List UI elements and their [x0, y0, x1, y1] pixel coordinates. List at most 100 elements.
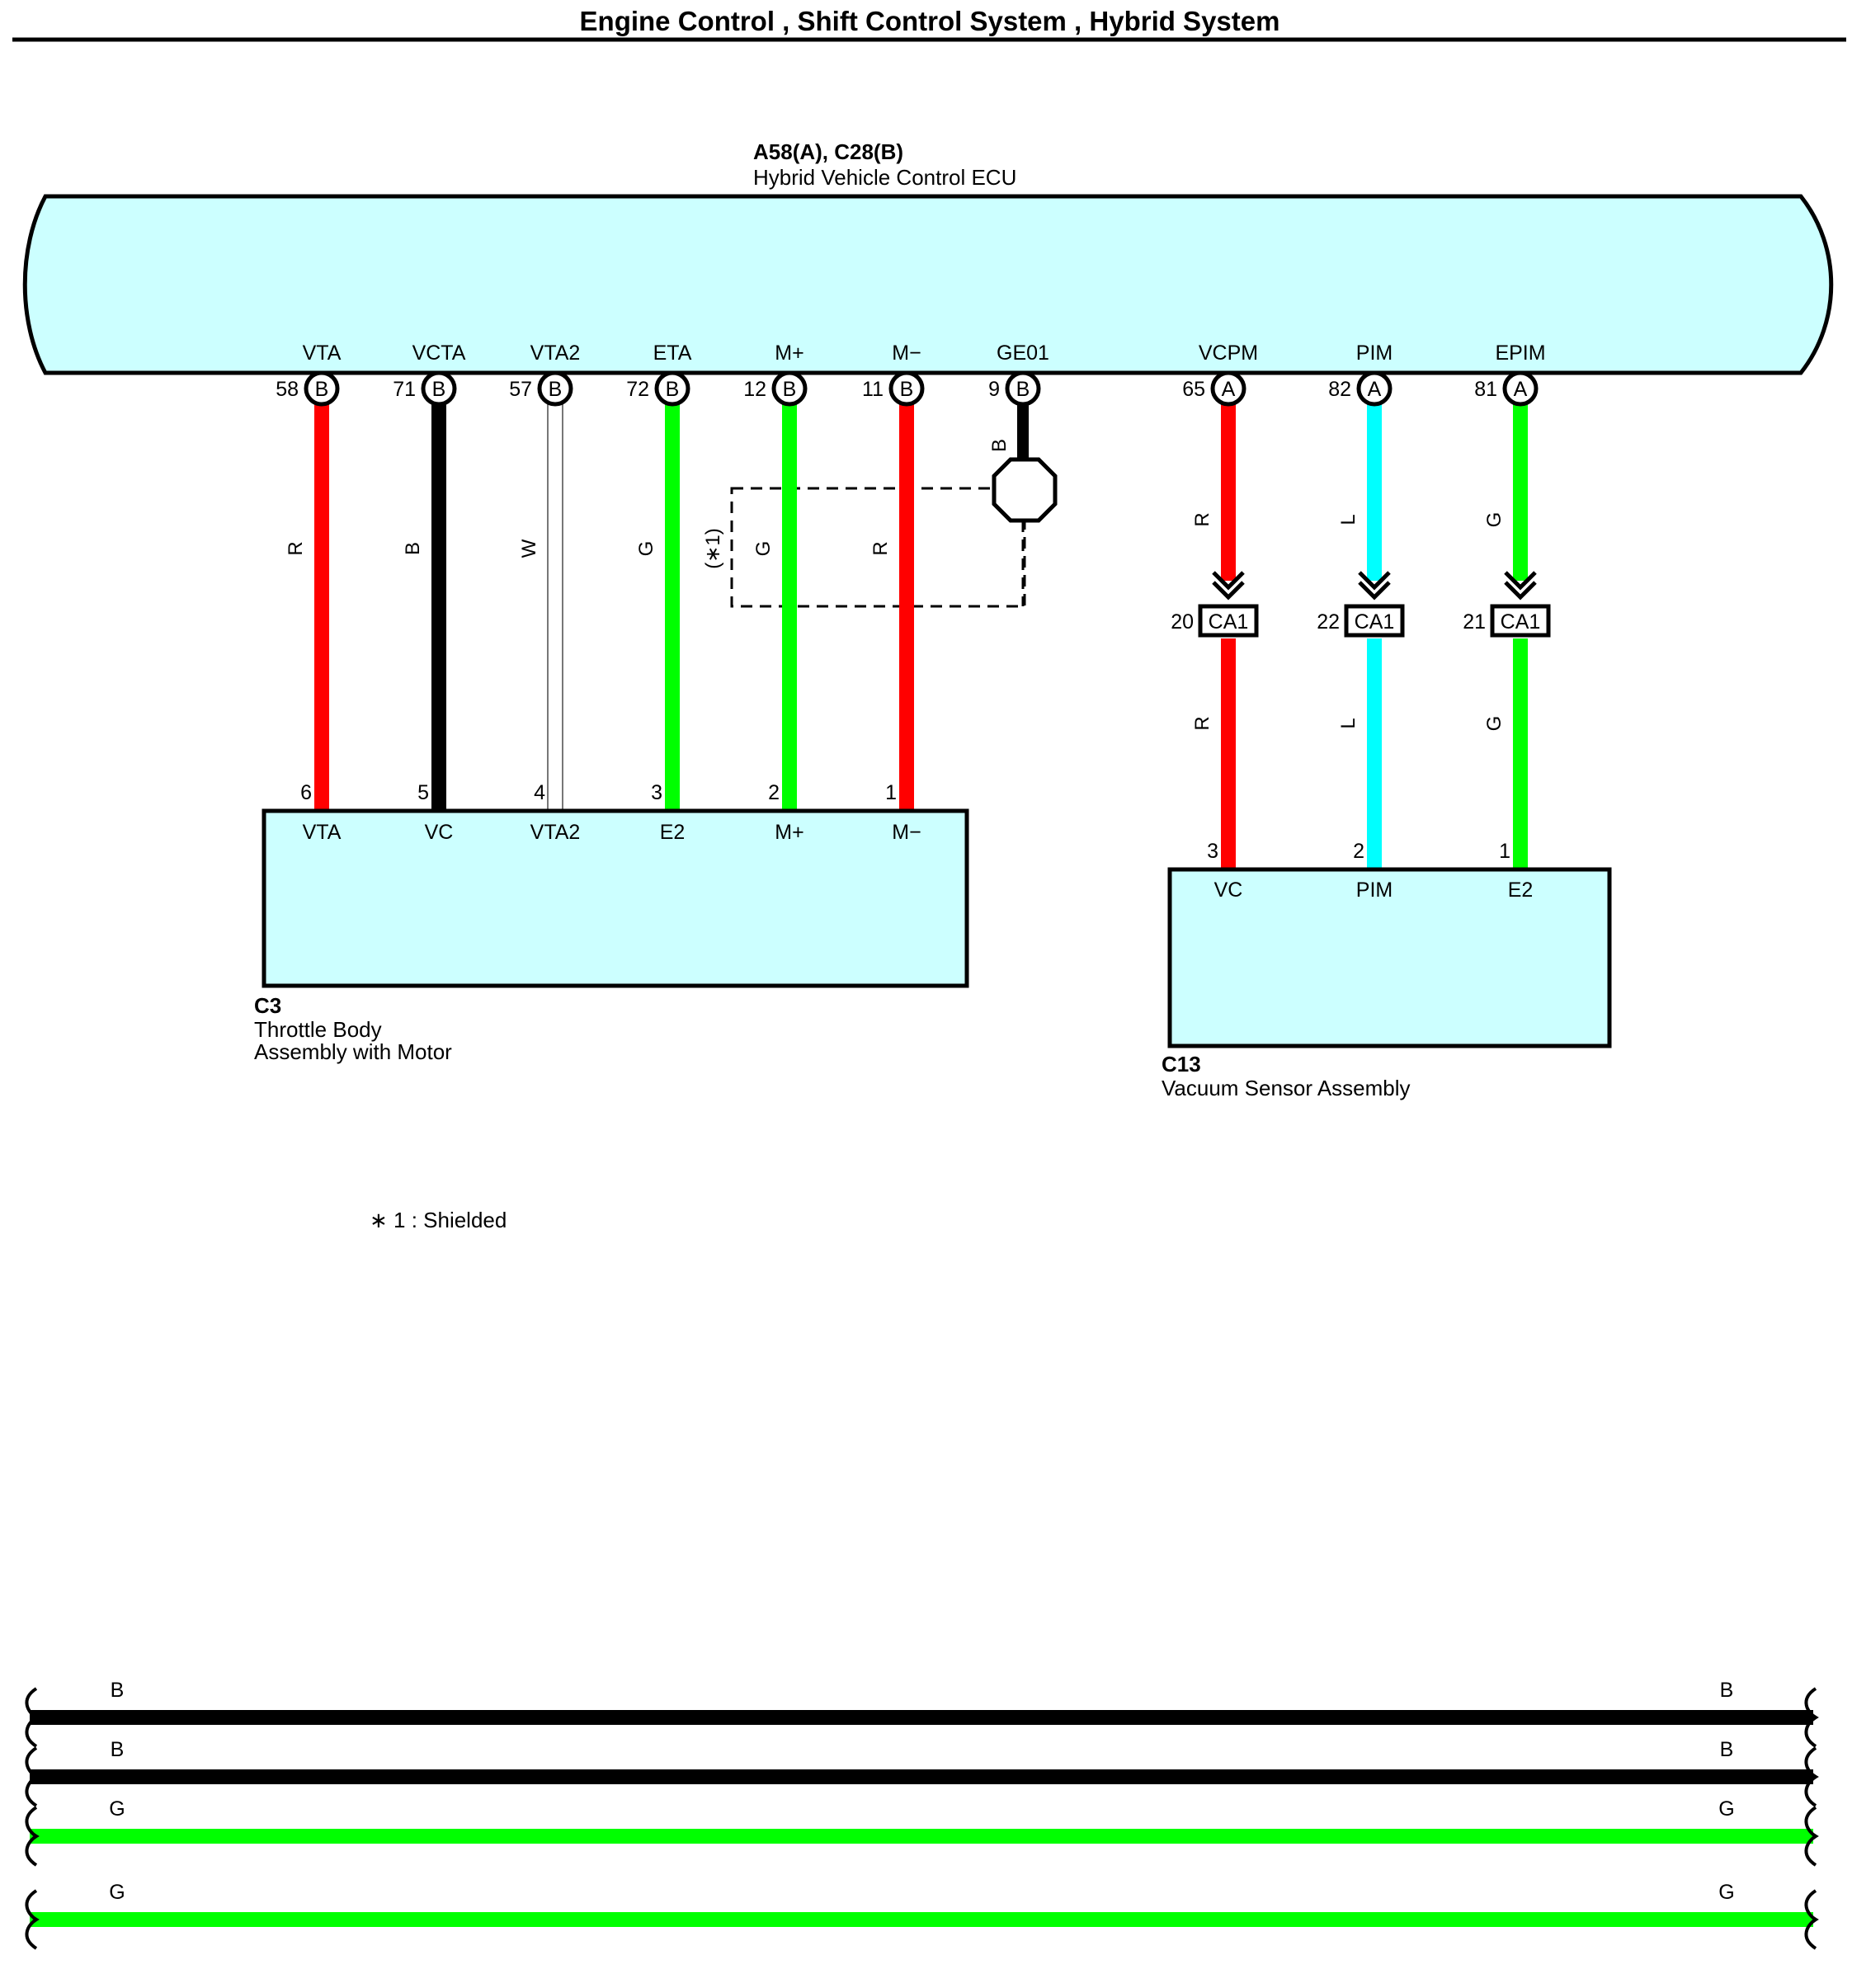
throttle-pin-name: VTA — [303, 821, 342, 844]
wire-lower — [1221, 638, 1236, 869]
wire-color-label: R — [1191, 716, 1213, 730]
vacuum-code: C13 — [1162, 1052, 1201, 1076]
ecu-terminal-name: VCTA — [412, 342, 466, 365]
wire-color-label: L — [1337, 718, 1360, 728]
ecu-terminal-name: M− — [892, 342, 921, 365]
ecu-connector-letter: A — [1222, 378, 1236, 401]
throttle-pin-number: 6 — [300, 781, 312, 804]
break-mark-left — [25, 1889, 40, 1950]
wire-color-label: B — [988, 439, 1011, 452]
ecu-pin-number: 12 — [743, 378, 766, 401]
shield-box — [730, 487, 1026, 608]
wire-upper — [1367, 404, 1382, 581]
shield-ref: (∗1) — [702, 528, 724, 568]
throttle-pin-number: 5 — [417, 781, 429, 804]
wire — [431, 404, 446, 811]
ecu-terminal-circle — [1005, 370, 1041, 407]
continuation-wire — [30, 1829, 1813, 1844]
ecu-pin-number: 58 — [276, 378, 299, 401]
ecu-connector-letter: B — [900, 378, 914, 401]
wire-color-label: G — [752, 541, 775, 557]
break-mark-left — [25, 1806, 40, 1867]
throttle-name-line2: Assembly with Motor — [254, 1039, 452, 1064]
ecu-terminal-name: EPIM — [1495, 342, 1545, 365]
ecu-terminal-circle — [421, 370, 457, 407]
vacuum-name: Vacuum Sensor Assembly — [1162, 1076, 1411, 1100]
throttle-pin-name: M− — [892, 821, 921, 844]
ecu-terminal-name: PIM — [1356, 342, 1393, 365]
wire-lower — [1513, 638, 1528, 869]
page-title: Engine Control , Shift Control System , … — [580, 6, 1280, 36]
ecu-terminal-name: GE01 — [997, 342, 1049, 365]
junction-chevron — [1504, 571, 1537, 601]
vacuum-pin-name: E2 — [1508, 879, 1534, 902]
throttle-pin-number: 1 — [885, 781, 897, 804]
break-mark-right — [1804, 1889, 1819, 1950]
junction-box — [1490, 604, 1551, 638]
throttle-pin-name: VC — [425, 821, 454, 844]
ecu-body — [22, 194, 1834, 375]
continuation-color-right: B — [1720, 1738, 1734, 1761]
ecu-connector-letter: B — [1016, 378, 1030, 401]
throttle-pin-number: 4 — [534, 781, 545, 804]
ecu-code: A58(A), C28(B) — [753, 139, 903, 164]
ecu-name: Hybrid Vehicle Control ECU — [753, 165, 1016, 190]
vacuum-pin-name: VC — [1214, 879, 1243, 902]
throttle-code: C3 — [254, 993, 281, 1018]
wire-color-label: R — [869, 541, 892, 555]
ecu-terminal-circle — [888, 370, 925, 407]
vacuum-sensor-box — [1167, 867, 1612, 1048]
continuation-color-left: G — [109, 1797, 125, 1821]
ecu-terminal-circle — [304, 370, 340, 407]
ecu-pin-number: 71 — [393, 378, 416, 401]
throttle-name-line1: Throttle Body — [254, 1017, 382, 1042]
wire-color-label: R — [1191, 512, 1213, 526]
junction-box — [1198, 604, 1259, 638]
throttle-pin-name: M+ — [775, 821, 803, 844]
junction-pin-number: 21 — [1463, 610, 1486, 634]
ecu-terminal-name: M+ — [775, 342, 803, 365]
vacuum-pin-name: PIM — [1356, 879, 1393, 902]
wire-lower — [1367, 638, 1382, 869]
wire-color-label: B — [402, 542, 424, 555]
vacuum-pin-number: 2 — [1353, 840, 1364, 863]
junction-label: CA1 — [1501, 610, 1541, 634]
continuation-color-right: B — [1720, 1679, 1734, 1702]
continuation-color-right: G — [1718, 1797, 1734, 1821]
ground-shield-point — [992, 457, 1058, 523]
continuation-color-left: B — [111, 1679, 125, 1702]
junction-pin-number: 20 — [1171, 610, 1194, 634]
wire-upper — [1221, 404, 1236, 581]
ecu-connector-letter: B — [432, 378, 446, 401]
ecu-terminal-circle — [654, 370, 690, 407]
ecu-terminal-name: VCPM — [1199, 342, 1258, 365]
vacuum-pin-number: 1 — [1499, 840, 1510, 863]
ecu-terminal-name: ETA — [653, 342, 692, 365]
wire — [665, 404, 680, 811]
break-mark-right — [1804, 1806, 1819, 1867]
ecu-terminal-name: VTA — [303, 342, 342, 365]
ecu-connector-letter: B — [783, 378, 797, 401]
ecu-pin-number: 82 — [1328, 378, 1351, 401]
continuation-wire — [30, 1769, 1813, 1784]
throttle-pin-name: VTA2 — [530, 821, 581, 844]
continuation-wire — [30, 1710, 1813, 1725]
footnote-shielded: ∗ 1 : Shielded — [370, 1208, 507, 1232]
ecu-pin-number: 72 — [626, 378, 649, 401]
ecu-terminal-circle — [1502, 370, 1539, 407]
continuation-color-right: G — [1718, 1881, 1734, 1904]
wire-ge01 — [1017, 404, 1029, 460]
ecu-terminal-circle — [771, 370, 808, 407]
ecu-pin-number: 57 — [509, 378, 532, 401]
throttle-body-box — [262, 808, 969, 988]
ecu-connector-letter: B — [549, 378, 563, 401]
wire — [899, 404, 914, 811]
wire-color-label: G — [1483, 512, 1506, 528]
break-mark-right — [1804, 1687, 1819, 1748]
wire-white — [547, 403, 563, 812]
junction-label: CA1 — [1209, 610, 1249, 634]
continuation-wire — [30, 1912, 1813, 1927]
